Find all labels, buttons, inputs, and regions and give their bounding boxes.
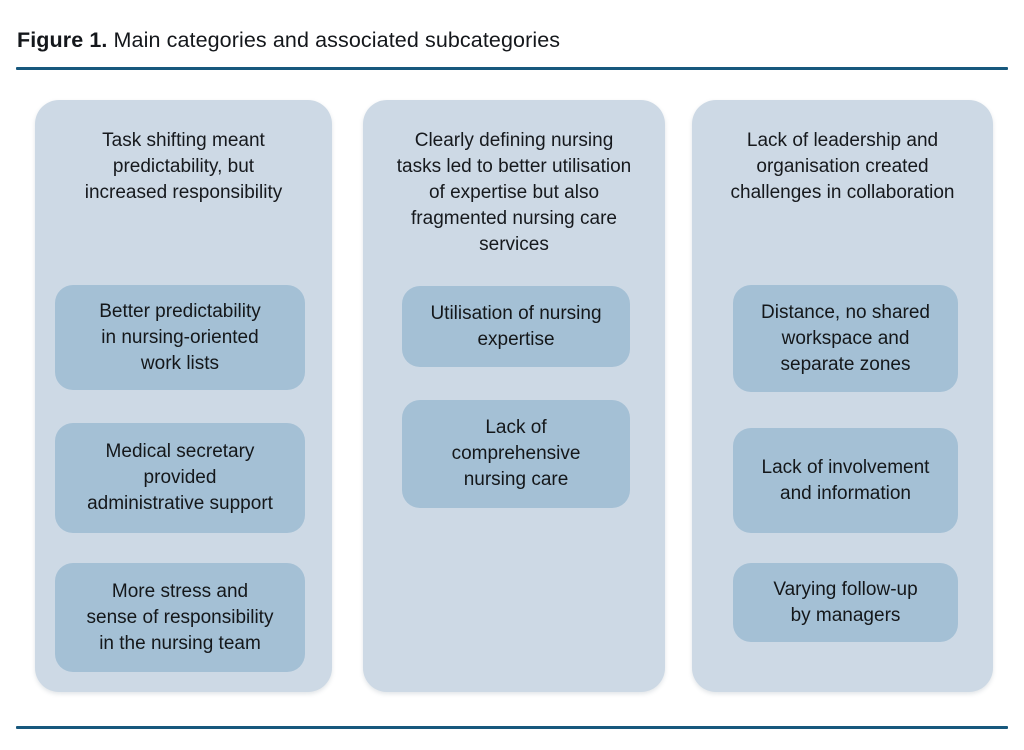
- subcategory-box: Distance, no shared workspace and separa…: [733, 285, 958, 392]
- top-divider: [16, 67, 1008, 70]
- subcategory-box: More stress and sense of responsibility …: [55, 563, 305, 672]
- figure-label: Figure 1.: [17, 28, 108, 52]
- subcategory-box: Medical secretary provided administrativ…: [55, 423, 305, 533]
- category-header: Task shifting meant predictability, but …: [84, 130, 283, 203]
- category-column-task-shifting: Task shifting meant predictability, but …: [35, 100, 332, 692]
- category-header: Clearly defining nursing tasks led to be…: [396, 130, 632, 255]
- category-column-leadership: Lack of leadership and organisation crea…: [692, 100, 993, 692]
- category-column-defining-tasks: Clearly defining nursing tasks led to be…: [363, 100, 665, 692]
- subcategory-box: Varying follow-up by managers: [733, 563, 958, 642]
- subcategory-box: Lack of involvement and information: [733, 428, 958, 533]
- subcategory-box: Lack of comprehensive nursing care: [402, 400, 630, 508]
- figure-caption: Main categories and associated subcatego…: [113, 28, 561, 52]
- category-header: Lack of leadership and organisation crea…: [730, 130, 955, 203]
- subcategory-box: Utilisation of nursing expertise: [402, 286, 630, 367]
- subcategory-box: Better predictability in nursing-oriente…: [55, 285, 305, 390]
- bottom-divider: [16, 726, 1008, 729]
- figure-title: Figure 1.Main categories and associated …: [17, 28, 560, 53]
